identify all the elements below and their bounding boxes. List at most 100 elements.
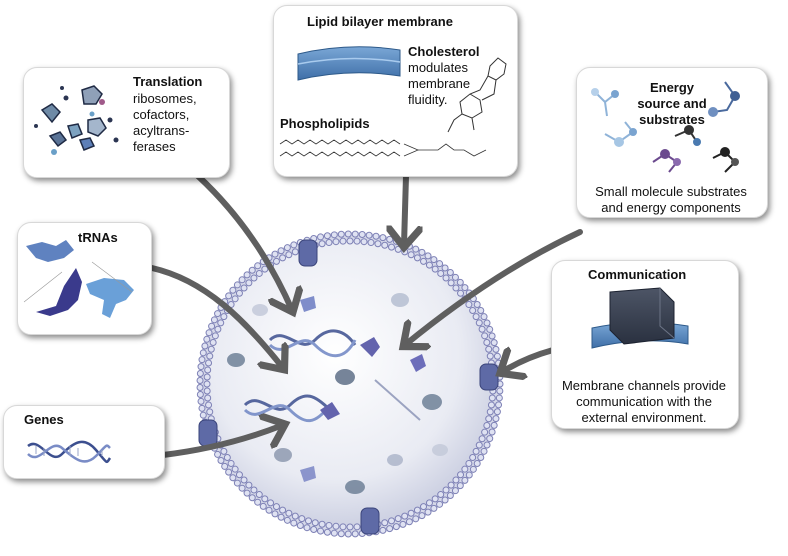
lipid-head xyxy=(203,387,211,395)
lipid-head xyxy=(351,530,359,538)
cholesterol-title: Cholesterol xyxy=(408,44,480,59)
lipid-head xyxy=(283,244,291,252)
communication-box xyxy=(551,260,739,429)
lipid-head xyxy=(472,313,480,321)
lipid-head xyxy=(495,394,503,402)
lipid-head xyxy=(379,234,387,242)
lipid-head xyxy=(469,465,477,473)
lipid-head xyxy=(487,401,495,409)
lipid-head xyxy=(495,401,503,409)
lipid-head xyxy=(405,242,413,250)
lipid-head xyxy=(381,241,389,249)
lipid-head xyxy=(332,238,340,246)
lipid-head xyxy=(248,266,256,274)
trnas-title: tRNAs xyxy=(78,230,118,245)
lipid-head xyxy=(203,373,211,381)
lipid-head xyxy=(271,510,279,518)
lipid-head xyxy=(323,232,331,240)
lipid-head xyxy=(318,520,326,528)
lipid-head xyxy=(365,231,373,239)
lipid-head xyxy=(337,230,345,238)
translation-title: Translation xyxy=(133,74,203,89)
lipid-head xyxy=(457,289,465,297)
lipid-head xyxy=(477,453,485,461)
lipid-head xyxy=(475,441,483,449)
small-molecules-icon xyxy=(591,81,740,173)
lipid-head xyxy=(492,345,500,353)
lipid-head xyxy=(261,495,269,503)
communication-desc-3: external environment. xyxy=(581,410,707,425)
lipid-head xyxy=(486,352,494,360)
lipid-head xyxy=(353,237,361,245)
lipid-head xyxy=(442,486,450,494)
lipid-head xyxy=(235,471,243,479)
lipid-head xyxy=(481,332,489,340)
lipid-head xyxy=(388,517,396,525)
lipid-head xyxy=(245,279,253,287)
lipid-head xyxy=(214,450,222,458)
lipid-head xyxy=(229,286,237,294)
translation-desc-2: cofactors, xyxy=(133,107,190,122)
communication-title: Communication xyxy=(588,267,687,282)
lipid-head xyxy=(407,251,415,259)
cell-contents xyxy=(227,293,448,494)
lipid-head xyxy=(420,503,428,511)
genes-title: Genes xyxy=(24,412,64,427)
lipid-head xyxy=(291,512,299,520)
dna-helix-icon xyxy=(27,440,112,464)
phospholipids-title: Phospholipids xyxy=(280,116,370,131)
lipid-head xyxy=(303,524,311,532)
lipid-head xyxy=(436,260,444,268)
lipid-head xyxy=(493,352,501,360)
lipid-head xyxy=(243,271,251,279)
lipid-head xyxy=(441,496,449,504)
lipid-head xyxy=(418,248,426,256)
lipid-head xyxy=(310,526,318,534)
energy-desc-1: Small molecule substrates xyxy=(595,184,747,199)
lipid-head xyxy=(477,307,485,315)
lipid-head xyxy=(211,332,219,340)
lipid-head xyxy=(206,408,214,416)
lipid-head xyxy=(205,359,213,367)
lipid-head xyxy=(412,245,420,253)
translation-box xyxy=(23,67,230,178)
lipid-head xyxy=(425,499,433,507)
lipid-head xyxy=(229,474,237,482)
lipid-head xyxy=(330,231,338,239)
lipid-head xyxy=(204,366,212,374)
lipid-head xyxy=(261,265,269,273)
lipid-head xyxy=(277,513,285,521)
lipid-head xyxy=(346,523,354,531)
lipid-head xyxy=(392,237,400,245)
lipid-head xyxy=(381,519,389,527)
lipid-head xyxy=(486,325,494,333)
translation-desc-1: ribosomes, xyxy=(133,91,197,106)
lipid-head xyxy=(392,523,400,531)
arrow-trnas xyxy=(149,265,283,368)
translation-desc-3: acyltrans- xyxy=(133,123,190,138)
lipid-head xyxy=(259,502,267,510)
lipid-head xyxy=(220,313,228,321)
lipid-head xyxy=(323,528,331,536)
lipid-head xyxy=(473,459,481,467)
lipid-head xyxy=(206,352,214,360)
lipid-head xyxy=(318,240,326,248)
lipid-head xyxy=(465,459,473,467)
lipid-head xyxy=(488,394,496,402)
lipid-head xyxy=(386,525,394,533)
lipid-head xyxy=(436,500,444,508)
lipid-head xyxy=(197,397,205,405)
lipid-head xyxy=(344,230,352,238)
lipid-head xyxy=(374,240,382,248)
lipid-head xyxy=(196,370,204,378)
communication-desc-1: Membrane channels provide xyxy=(561,378,727,393)
lipid-head xyxy=(317,527,325,535)
lipid-head xyxy=(483,422,491,430)
lipid-head xyxy=(217,319,225,327)
lipid-head xyxy=(201,342,209,350)
lipid-head xyxy=(413,254,421,262)
lipid-head xyxy=(437,269,445,277)
lipid-head xyxy=(492,415,500,423)
cholesterol-desc-3: fluidity. xyxy=(408,92,448,107)
lipid-head xyxy=(399,520,407,528)
